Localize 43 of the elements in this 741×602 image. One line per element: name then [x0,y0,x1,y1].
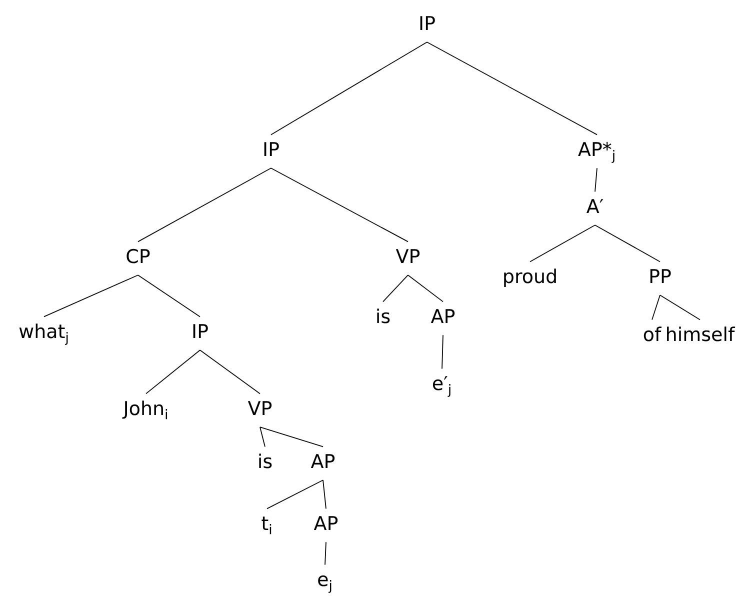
tree-branch [594,168,598,192]
tree-branch [594,224,660,262]
tree-label: is [377,308,390,324]
tree-label: of [644,326,662,342]
tree-branch [146,350,200,394]
tree-label: IP [264,142,279,156]
tree-branch [260,426,324,448]
tree-branch [266,480,324,510]
tree-label: PP [650,269,671,283]
tree-branch [44,274,138,318]
tree-label: AP*$_{j}$ [578,142,614,163]
tree-label: IP [420,16,435,30]
tree-label: proud [504,268,556,287]
tree-branch [200,350,260,394]
tree-label: e′$_{j}$ [432,376,450,397]
tree-branch [530,224,596,262]
tree-label: e$_{j}$ [318,575,332,593]
tree-label: what$_{j}$ [19,324,68,345]
tree-branch [270,168,408,242]
tree-branch [138,274,200,318]
tree-label: VP [396,249,420,263]
tree-label: IP [193,324,208,338]
tree-branch [442,334,444,370]
tree-branch [660,294,700,320]
tree-label: is [259,454,272,468]
tree-label: AP [310,454,335,468]
tree-label: AP [314,516,338,530]
tree-branch [324,542,326,566]
tree-branch [322,480,326,510]
tree-label: CP [126,248,150,264]
tree-label: himself [667,326,736,342]
tree-branch [382,274,408,302]
tree-label: t$_{i}$ [262,516,272,534]
tree-label: John$_{i}$ [122,400,167,420]
tree-branch [270,42,428,136]
tree-branch [426,42,598,136]
tree-label: AP [430,309,455,323]
tree-branch [652,294,660,320]
tree-branch [260,426,266,448]
tree-branch [138,168,272,242]
tree-label: A′ [586,199,604,213]
tree-label: VP [248,401,272,415]
tree-branch [408,274,444,302]
